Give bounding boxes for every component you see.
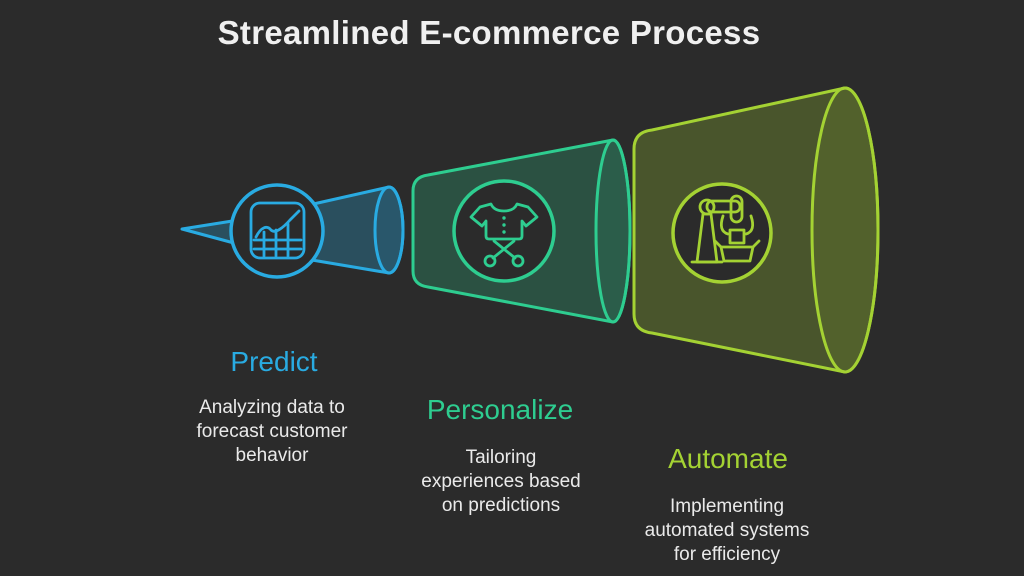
stage-description-predict: Analyzing data to forecast customer beha… <box>196 397 348 466</box>
stage-label-automate: Automate <box>668 443 788 474</box>
robot-arm-icon <box>690 194 761 264</box>
automate-icon-circle <box>671 182 773 284</box>
predict-cone-cap <box>373 185 405 275</box>
page-title: Streamlined E-commerce Process <box>217 14 761 51</box>
stage-label-personalize: Personalize <box>426 394 574 425</box>
stage-description-automate: Implementing automated systems for effic… <box>644 496 810 565</box>
stage-description-personalize: Tailoring experiences based on predictio… <box>421 447 581 516</box>
analytics-chart-icon <box>249 201 306 260</box>
automate-cone-cap <box>810 86 880 374</box>
stage-label-predict: Predict <box>230 346 318 377</box>
tshirt-scissors-icon <box>469 202 539 268</box>
personalize-cone-cap <box>594 138 632 324</box>
